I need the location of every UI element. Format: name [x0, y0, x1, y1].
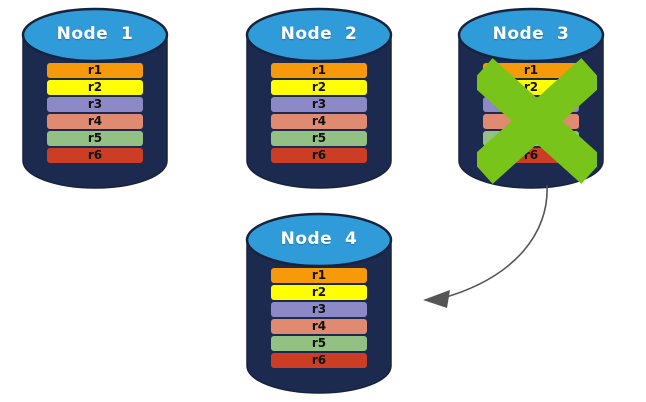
record-bar[interactable]: r4 — [271, 319, 367, 334]
record-label: r6 — [311, 148, 327, 162]
node-1[interactable]: Node 1 r1 r2 r3 r4 r5 r6 — [21, 7, 169, 189]
record-bar[interactable]: r5 — [271, 131, 367, 146]
record-bar[interactable]: r3 — [47, 97, 143, 112]
node-2-record-list: r1 r2 r3 r4 r5 r6 — [246, 63, 392, 163]
record-label: r2 — [523, 80, 539, 94]
record-bar[interactable]: r1 — [271, 63, 367, 78]
record-label: r2 — [87, 80, 103, 94]
record-label: r5 — [311, 336, 327, 350]
record-bar[interactable]: r6 — [271, 148, 367, 163]
record-label: r6 — [311, 353, 327, 367]
node-2-title: Node 2 — [280, 24, 358, 44]
record-bar[interactable]: r4 — [47, 114, 143, 129]
node-3-title: Node 3 — [492, 24, 570, 44]
record-label: r1 — [523, 63, 539, 77]
record-bar[interactable]: r2 — [271, 80, 367, 95]
record-bar[interactable]: r5 — [483, 131, 579, 146]
record-bar[interactable]: r1 — [483, 63, 579, 78]
record-label: r5 — [87, 131, 103, 145]
record-label: r3 — [523, 97, 539, 111]
record-bar[interactable]: r4 — [271, 114, 367, 129]
record-label: r3 — [311, 97, 327, 111]
record-bar[interactable]: r5 — [47, 131, 143, 146]
node-4-title: Node 4 — [280, 229, 358, 249]
record-label: r5 — [311, 131, 327, 145]
record-label: r4 — [311, 114, 327, 128]
record-bar[interactable]: r6 — [47, 148, 143, 163]
node-4-record-list: r1 r2 r3 r4 r5 r6 — [246, 268, 392, 368]
node-4[interactable]: Node 4 r1 r2 r3 r4 r5 r6 — [245, 212, 393, 394]
node-3-record-list: r1 r2 r3 r4 r5 r6 — [458, 63, 604, 163]
cylinder-top-ellipse — [21, 7, 169, 63]
record-bar[interactable]: r2 — [47, 80, 143, 95]
record-bar[interactable]: r6 — [483, 148, 579, 163]
record-label: r3 — [311, 302, 327, 316]
cylinder-top-ellipse — [245, 212, 393, 268]
record-bar[interactable]: r3 — [271, 97, 367, 112]
record-bar[interactable]: r1 — [47, 63, 143, 78]
node-1-title: Node 1 — [56, 24, 134, 44]
record-label: r2 — [311, 285, 327, 299]
node-3[interactable]: Node 3 r1 r2 r3 r4 r5 r6 — [457, 7, 605, 189]
record-label: r4 — [87, 114, 103, 128]
record-label: r2 — [311, 80, 327, 94]
record-label: r6 — [87, 148, 103, 162]
record-label: r4 — [523, 114, 539, 128]
record-label: r4 — [311, 319, 327, 333]
record-label: r1 — [311, 63, 327, 77]
cylinder-top-ellipse — [245, 7, 393, 63]
record-bar[interactable]: r3 — [483, 97, 579, 112]
record-label: r1 — [311, 268, 327, 282]
record-bar[interactable]: r1 — [271, 268, 367, 283]
record-bar[interactable]: r2 — [271, 285, 367, 300]
record-bar[interactable]: r2 — [483, 80, 579, 95]
node-2[interactable]: Node 2 r1 r2 r3 r4 r5 r6 — [245, 7, 393, 189]
record-label: r1 — [87, 63, 103, 77]
record-bar[interactable]: r4 — [483, 114, 579, 129]
record-label: r6 — [523, 148, 539, 162]
node-1-record-list: r1 r2 r3 r4 r5 r6 — [22, 63, 168, 163]
record-bar[interactable]: r3 — [271, 302, 367, 317]
record-bar[interactable]: r5 — [271, 336, 367, 351]
record-label: r5 — [523, 131, 539, 145]
record-bar[interactable]: r6 — [271, 353, 367, 368]
record-label: r3 — [87, 97, 103, 111]
